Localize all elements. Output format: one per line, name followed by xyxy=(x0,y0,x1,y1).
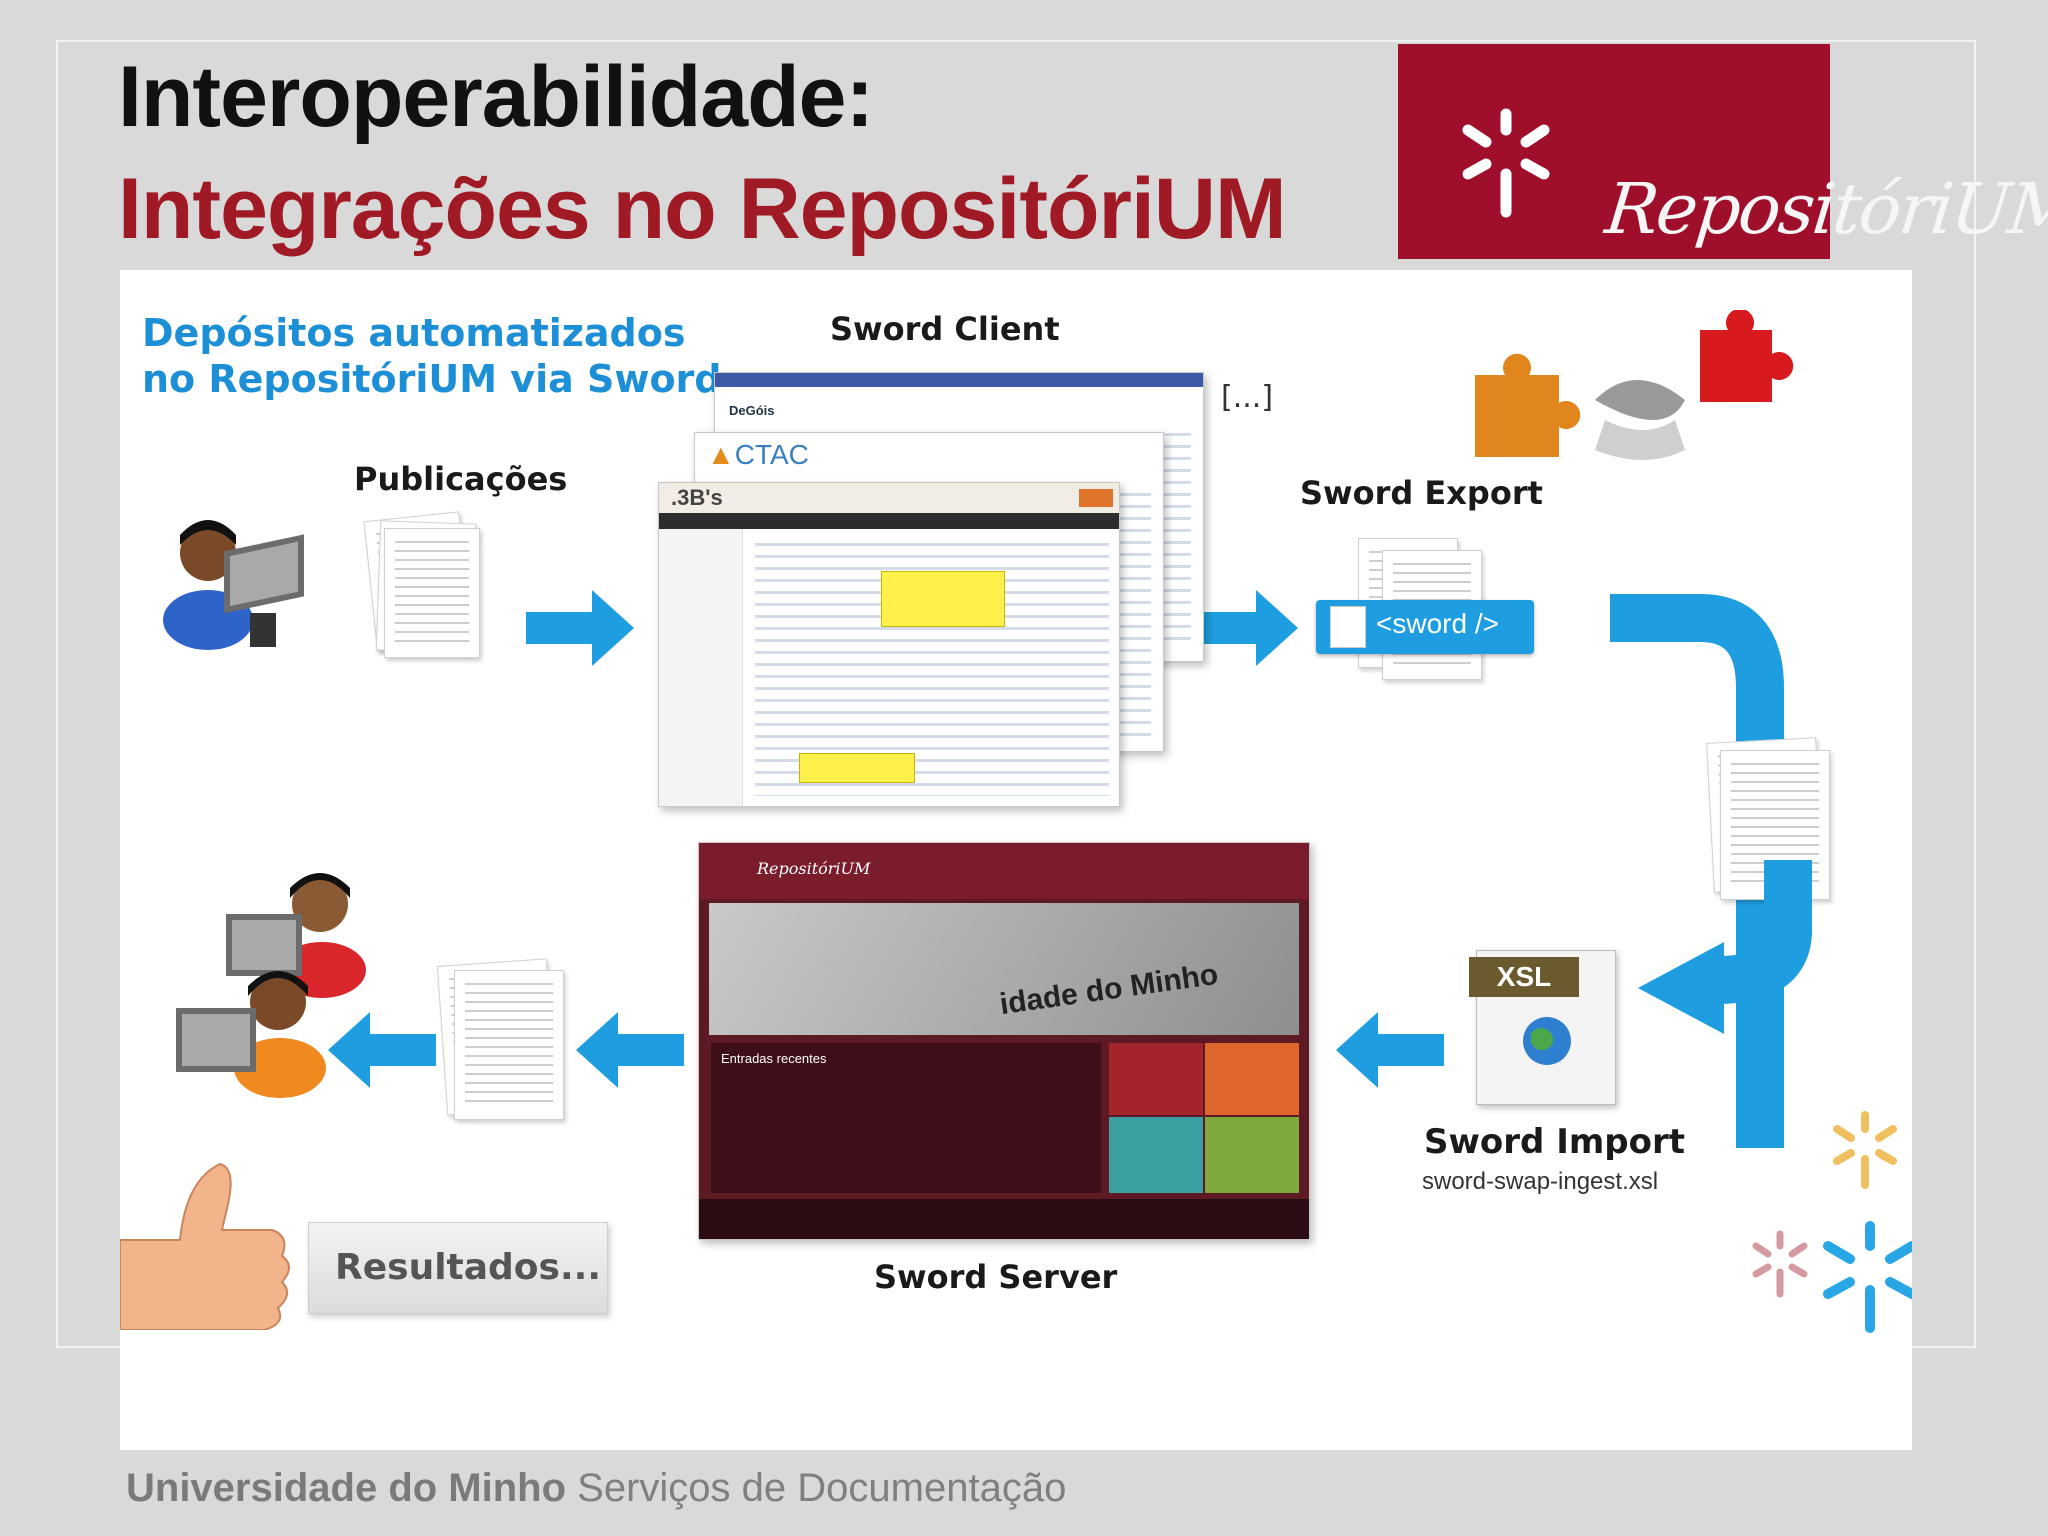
sword-tag-text: <sword /> xyxy=(1376,608,1499,639)
slide-footer: Universidade do Minho Serviços de Docume… xyxy=(126,1466,1066,1511)
server-recent-label: Entradas recentes xyxy=(721,1051,827,1066)
transfer-document xyxy=(1720,750,1830,900)
server-brand: RepositóriUM xyxy=(757,859,871,878)
sword-export-badge: <sword /> xyxy=(1316,600,1534,654)
author-computer-icon xyxy=(163,520,304,650)
slide-title-line2: Integrações no RepositóriUM xyxy=(118,161,1287,257)
arrow-left-icon xyxy=(1336,1012,1444,1088)
sword-import-label: Sword Import xyxy=(1424,1122,1685,1162)
xsl-file-icon: XSL xyxy=(1469,950,1616,1105)
footer-institution: Universidade do Minho xyxy=(126,1466,567,1510)
repositorium-logo xyxy=(1398,44,1830,259)
sword-server-screenshot: RepositóriUM idade do Minho Entradas rec… xyxy=(698,842,1310,1240)
thumbs-up-icon xyxy=(120,1162,290,1330)
ellipsis-label: [...] xyxy=(1221,380,1274,415)
publication-document xyxy=(384,528,480,658)
uminho-stars-decoration-icon xyxy=(1752,1111,1912,1333)
sword-export-label: Sword Export xyxy=(1300,474,1543,512)
publicacoes-label: Publicações xyxy=(354,460,568,498)
resultados-label: Resultados... xyxy=(335,1247,601,1288)
curved-arrow-down-icon xyxy=(1610,594,1784,1148)
arrow-left-icon xyxy=(576,1012,684,1088)
ctac-logo: ▲CTAC xyxy=(707,439,809,470)
sword-client-label: Sword Client xyxy=(830,310,1060,348)
repositorium-logo-text: RepositóriUM xyxy=(1601,168,2048,250)
diagram-heading-line1: Depósitos automatizados xyxy=(142,311,686,355)
slide-title-line1: Interoperabilidade: xyxy=(118,49,874,145)
sword-server-label: Sword Server xyxy=(874,1258,1118,1296)
diagram-heading-line2: no RepositóriUM via Sword xyxy=(142,357,722,401)
client-screenshot-3bs: .3B's xyxy=(658,482,1120,807)
diagram-heading: Depósitos automatizados no RepositóriUM … xyxy=(142,310,722,402)
footer-service: Serviços de Documentação xyxy=(577,1466,1067,1510)
arrow-left-icon xyxy=(328,1012,436,1088)
uminho-star-icon xyxy=(1462,108,1550,218)
curved-arrow-left-icon xyxy=(1638,860,1812,1034)
resultados-box: Resultados... xyxy=(308,1222,608,1314)
degois-logo: DeGóis xyxy=(729,403,775,418)
xsl-badge: XSL xyxy=(1469,957,1579,997)
readers-computers-icon xyxy=(176,873,366,1098)
result-document xyxy=(454,970,564,1120)
arrow-right-icon xyxy=(1190,590,1298,666)
sword-workflow-diagram: Depósitos automatizados no RepositóriUM … xyxy=(120,270,1912,1450)
globe-icon xyxy=(1523,1017,1571,1065)
3bs-logo: .3B's xyxy=(671,485,723,510)
arrow-right-icon xyxy=(526,590,634,666)
sword-import-filename: sword-swap-ingest.xsl xyxy=(1422,1168,1659,1195)
puzzle-pieces-icon xyxy=(1475,310,1794,460)
